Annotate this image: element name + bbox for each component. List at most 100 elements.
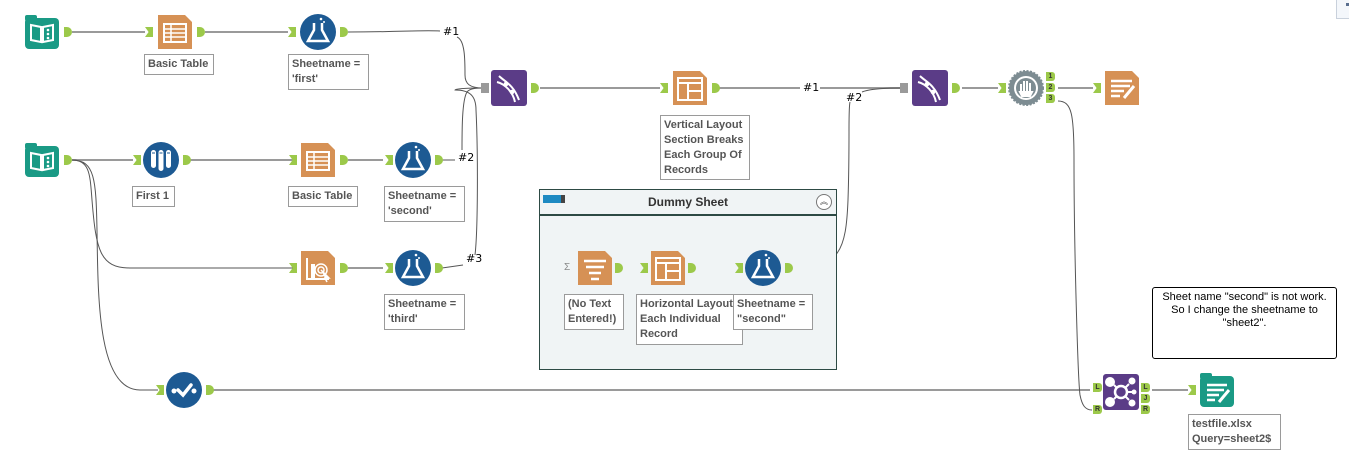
tool-annotation: Horizontal Layout Each Individual Record bbox=[636, 294, 743, 345]
output-anchor[interactable] bbox=[435, 155, 443, 165]
interactive-chart-icon bbox=[301, 251, 335, 285]
input-anchor[interactable] bbox=[289, 155, 297, 165]
output-anchor[interactable] bbox=[206, 385, 214, 395]
union-icon bbox=[491, 70, 527, 106]
sample-icon bbox=[143, 142, 179, 178]
basic-table-icon bbox=[158, 15, 192, 49]
tool-annotation: testfile.xlsx Query=sheet2$ bbox=[1188, 414, 1281, 450]
output-anchor[interactable] bbox=[197, 27, 205, 37]
input-anchor[interactable] bbox=[1093, 83, 1101, 93]
input-anchor[interactable] bbox=[998, 83, 1006, 93]
join-icon bbox=[1103, 374, 1139, 410]
container-header[interactable]: Dummy Sheet ︽ bbox=[540, 190, 836, 216]
text-input-icon bbox=[578, 251, 612, 285]
input-anchor[interactable] bbox=[385, 263, 393, 273]
input-anchor[interactable] bbox=[156, 385, 164, 395]
layout-icon bbox=[673, 71, 707, 105]
formula-icon bbox=[395, 142, 431, 178]
output-anchor[interactable] bbox=[340, 155, 348, 165]
basic-table-tool[interactable] bbox=[157, 14, 193, 50]
tool-annotation: Basic Table bbox=[288, 186, 358, 207]
connection bbox=[861, 87, 901, 93]
input-anchor[interactable] bbox=[1188, 385, 1196, 395]
text-input-tool[interactable] bbox=[577, 250, 613, 286]
container-title: Dummy Sheet bbox=[647, 195, 729, 209]
output-data-tool[interactable] bbox=[1199, 372, 1235, 408]
formula-tool[interactable] bbox=[395, 142, 431, 178]
collapse-icon[interactable]: ︽ bbox=[816, 194, 832, 210]
output-anchor[interactable] bbox=[531, 83, 539, 93]
output-anchor[interactable] bbox=[785, 263, 793, 273]
output-anchor[interactable] bbox=[340, 27, 348, 37]
output-anchor[interactable] bbox=[64, 27, 72, 37]
output-anchor[interactable] bbox=[712, 83, 720, 93]
input-data-icon bbox=[25, 143, 59, 177]
output-anchor-3[interactable]: 3 bbox=[1046, 94, 1055, 103]
overview-toggle[interactable] bbox=[1336, 0, 1349, 19]
select-records-icon bbox=[166, 372, 202, 408]
join-left-input[interactable]: L bbox=[1093, 383, 1102, 392]
formula-icon bbox=[745, 250, 781, 286]
connection bbox=[441, 264, 464, 269]
output-anchor-1[interactable]: 1 bbox=[1046, 72, 1055, 81]
input-anchor[interactable] bbox=[640, 263, 648, 273]
output-anchor[interactable] bbox=[688, 263, 696, 273]
output-anchor[interactable] bbox=[183, 155, 191, 165]
join-left-output[interactable]: L bbox=[1141, 383, 1150, 392]
input-anchor[interactable] bbox=[385, 155, 393, 165]
join-tool[interactable] bbox=[1103, 374, 1139, 410]
container-toggle-switch[interactable] bbox=[543, 195, 565, 203]
formula-tool[interactable] bbox=[395, 250, 431, 286]
input-anchor[interactable] bbox=[145, 27, 153, 37]
input-data-icon bbox=[25, 15, 59, 49]
multi-input-anchor[interactable] bbox=[481, 83, 489, 93]
union-tool[interactable] bbox=[491, 70, 527, 106]
join-joined-output[interactable]: J bbox=[1141, 394, 1150, 403]
layout-tool[interactable] bbox=[650, 250, 686, 286]
wire-label: #2 bbox=[458, 151, 475, 164]
tool-annotation: Vertical Layout Section Breaks Each Grou… bbox=[660, 115, 750, 180]
connection bbox=[454, 87, 484, 256]
block-until-done-icon bbox=[1008, 70, 1044, 106]
formula-tool[interactable] bbox=[300, 14, 336, 50]
join-right-input[interactable]: R bbox=[1093, 405, 1102, 414]
basic-table-tool[interactable] bbox=[300, 142, 336, 178]
input-anchor[interactable] bbox=[289, 263, 297, 273]
connection bbox=[456, 36, 484, 89]
output-anchor[interactable] bbox=[64, 155, 72, 165]
output-anchor[interactable] bbox=[340, 263, 348, 273]
output-anchor[interactable] bbox=[435, 263, 443, 273]
input-data-tool[interactable] bbox=[24, 14, 60, 50]
formula-icon bbox=[395, 250, 431, 286]
connection bbox=[1057, 100, 1093, 411]
union-tool[interactable] bbox=[912, 70, 948, 106]
output-anchor[interactable] bbox=[615, 263, 623, 273]
layout-icon bbox=[651, 251, 685, 285]
input-anchor[interactable] bbox=[735, 263, 743, 273]
render-icon bbox=[1105, 71, 1139, 105]
comment-box[interactable]: Sheet name "second" is not work. So I ch… bbox=[1152, 287, 1337, 359]
block-until-done-tool[interactable] bbox=[1008, 70, 1044, 106]
join-right-output[interactable]: R bbox=[1141, 405, 1150, 414]
sample-tool[interactable] bbox=[143, 142, 179, 178]
interactive-chart-tool[interactable] bbox=[300, 250, 336, 286]
layout-tool[interactable] bbox=[672, 70, 708, 106]
sum-anchor-icon[interactable]: Σ bbox=[564, 262, 571, 273]
input-anchor[interactable] bbox=[133, 155, 141, 165]
output-data-icon bbox=[1200, 373, 1234, 407]
input-anchor[interactable] bbox=[660, 83, 668, 93]
tool-annotation: First 1 bbox=[132, 186, 175, 207]
tool-annotation: Sheetname = 'third' bbox=[384, 294, 465, 330]
select-records-tool[interactable] bbox=[166, 372, 202, 408]
output-anchor-2[interactable]: 2 bbox=[1046, 83, 1055, 92]
input-anchor[interactable] bbox=[288, 27, 296, 37]
formula-tool[interactable] bbox=[745, 250, 781, 286]
union-icon bbox=[912, 70, 948, 106]
render-tool[interactable] bbox=[1104, 70, 1140, 106]
input-data-tool[interactable] bbox=[24, 142, 60, 178]
output-anchor[interactable] bbox=[952, 83, 960, 93]
multi-input-anchor[interactable] bbox=[900, 83, 908, 93]
tool-annotation: Basic Table bbox=[144, 54, 214, 75]
connection bbox=[461, 87, 484, 151]
